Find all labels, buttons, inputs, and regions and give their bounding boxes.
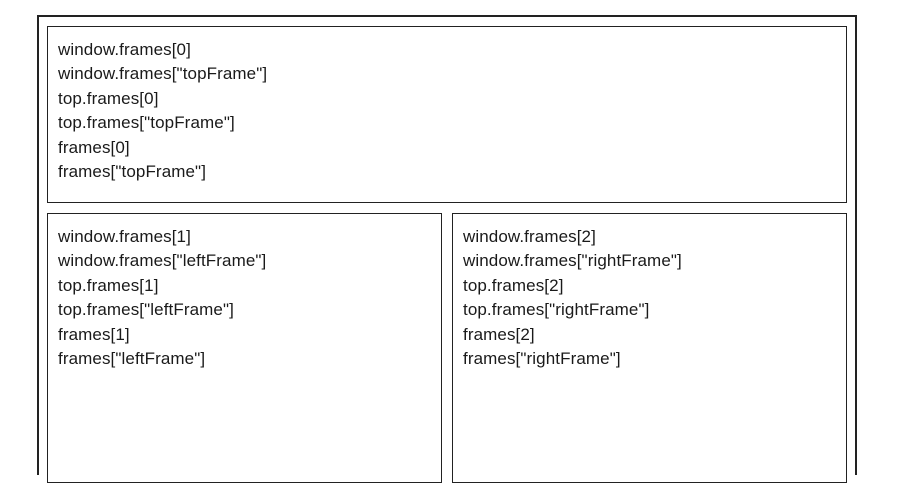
left-frame-reference: window.frames[1] (58, 227, 191, 246)
left-frame: window.frames[1] window.frames["leftFram… (47, 213, 442, 483)
right-frame-reference: frames["rightFrame"] (463, 349, 621, 369)
left-frame-reference: frames["leftFrame"] (58, 349, 206, 369)
left-frame-reference: top.frames[1] (58, 275, 159, 295)
left-frame-reference: frames[1] (58, 324, 130, 344)
right-frame-reference: top.frames["rightFrame"] (463, 300, 650, 320)
top-frame-reference: frames["topFrame"] (58, 162, 207, 182)
top-frame-references: window.frames[0] window.frames["topFrame… (48, 27, 846, 184)
top-frame-reference: top.frames["topFrame"] (58, 113, 235, 133)
top-frame-reference: window.frames["topFrame"] (58, 64, 268, 84)
left-frame-reference: window.frames["leftFrame"] (58, 251, 267, 271)
right-frame-references: window.frames[2] window.frames["rightFra… (453, 214, 846, 371)
left-frame-references: window.frames[1] window.frames["leftFram… (48, 214, 441, 371)
right-frame-reference: window.frames["rightFrame"] (463, 251, 682, 271)
frameset-window: window.frames[0] window.frames["topFrame… (37, 15, 857, 483)
top-frame: window.frames[0] window.frames["topFrame… (47, 26, 847, 203)
right-frame-reference: window.frames[2] (463, 227, 596, 246)
left-frame-reference: top.frames["leftFrame"] (58, 300, 234, 320)
top-frame-reference: window.frames[0] (58, 40, 191, 59)
top-frame-reference: top.frames[0] (58, 88, 159, 108)
right-frame-reference: frames[2] (463, 324, 535, 344)
right-frame-reference: top.frames[2] (463, 275, 564, 295)
right-frame: window.frames[2] window.frames["rightFra… (452, 213, 847, 483)
top-frame-reference: frames[0] (58, 137, 130, 157)
